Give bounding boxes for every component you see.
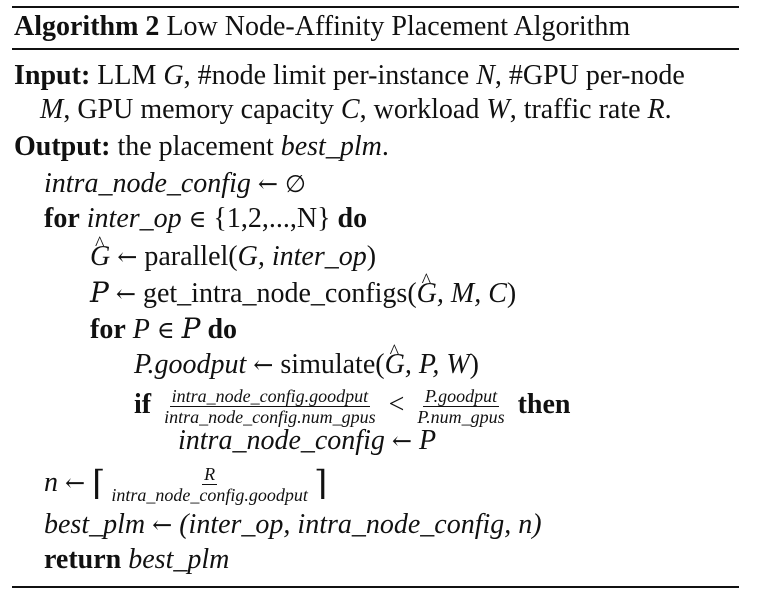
input-var: C xyxy=(340,94,360,125)
input-text: , traffic rate xyxy=(509,94,648,125)
paren: ) xyxy=(366,241,377,272)
caption-rule xyxy=(12,48,739,50)
input-var: M xyxy=(40,94,64,125)
algo-line-for-outer: for inter_op ∈ {1,2,...,N} do xyxy=(44,202,367,236)
var: P.goodput xyxy=(134,349,247,380)
input-text: , #GPU per-node xyxy=(494,60,685,91)
keyword-return: return xyxy=(44,544,122,575)
algo-line-init: intra_node_config ← ∅ xyxy=(44,167,306,201)
func: get_intra_node_configs( xyxy=(142,278,417,309)
top-rule xyxy=(12,6,739,8)
input-text: . xyxy=(664,94,672,125)
input-var: W xyxy=(486,94,510,125)
output-line: Output: the placement best_plm. xyxy=(14,130,389,164)
keyword-for: for xyxy=(44,203,80,234)
paren: ) xyxy=(469,349,479,380)
fraction: R intra_node_config.goodput xyxy=(109,464,310,505)
input-keyword: Input: xyxy=(14,60,91,91)
var: intra_node_config xyxy=(178,425,385,456)
assign-arrow: ← xyxy=(257,170,278,198)
assign-arrow: ← xyxy=(65,469,86,497)
var: intra_node_config xyxy=(44,168,251,199)
fraction: intra_node_config.goodput intra_node_con… xyxy=(162,386,378,427)
input-line-2: M, GPU memory capacity C, workload W, tr… xyxy=(40,93,672,127)
keyword-do: do xyxy=(337,203,368,234)
keyword-for: for xyxy=(90,314,126,345)
fraction: P.goodput P.num_gpus xyxy=(415,386,506,427)
assign-arrow: ← xyxy=(117,243,138,271)
output-var: best_plm xyxy=(280,131,382,162)
func: simulate( xyxy=(280,349,385,380)
input-var: N xyxy=(476,60,495,91)
args: G, inter_op xyxy=(237,241,367,272)
denominator: P.num_gpus xyxy=(417,407,505,428)
input-text: , workload xyxy=(359,94,487,125)
assign-arrow: ← xyxy=(152,511,173,539)
assign-arrow: ← xyxy=(253,351,274,379)
var: P xyxy=(132,314,150,345)
algorithm-caption: Algorithm 2 Low Node-Affinity Placement … xyxy=(14,10,630,44)
numerator: intra_node_config.goodput xyxy=(169,386,371,408)
algo-line-best: best_plm ← (inter_op, intra_node_config,… xyxy=(44,508,542,542)
algo-line-simulate: P.goodput ← simulate(G, P, W) xyxy=(134,335,479,382)
output-keyword: Output: xyxy=(14,131,111,162)
keyword-if: if xyxy=(134,389,152,420)
assign-arrow: ← xyxy=(115,280,136,308)
numerator: P.goodput xyxy=(422,386,500,408)
denominator: intra_node_config.goodput xyxy=(111,485,308,506)
var: n xyxy=(44,467,58,498)
config-set: P xyxy=(181,312,201,345)
element-of: ∈ xyxy=(156,316,175,344)
keyword-do: do xyxy=(207,314,238,345)
input-text: , #node limit per-instance xyxy=(183,60,477,91)
g-hat: G xyxy=(90,227,110,274)
algo-line-return: return best_plm xyxy=(44,543,229,577)
input-text: LLM xyxy=(97,60,164,91)
ceil-left: ⌈ xyxy=(92,465,106,503)
algo-line-parallel: G ← parallel(G, inter_op) xyxy=(90,227,377,274)
func: parallel( xyxy=(144,241,238,272)
g-hat: G xyxy=(385,335,405,382)
args: , M, C xyxy=(436,278,507,309)
set: {1,2,...,N} xyxy=(213,203,331,234)
algorithm-title: Low Node-Affinity Placement Algorithm xyxy=(166,11,631,42)
args: , P, W xyxy=(404,349,470,380)
var: best_plm xyxy=(128,544,230,575)
input-var: G xyxy=(163,60,184,91)
input-var: R xyxy=(647,94,665,125)
algo-line-assign: intra_node_config ← P xyxy=(178,424,436,458)
empty-set: ∅ xyxy=(284,170,306,198)
algo-line-for-inner: for P ∈ P do xyxy=(90,312,237,347)
paren: ) xyxy=(506,278,517,309)
g-hat: G xyxy=(417,264,437,311)
output-text: . xyxy=(381,131,389,162)
input-text: , GPU memory capacity xyxy=(63,94,341,125)
numerator: R xyxy=(202,464,218,486)
algo-line-get-configs: P ← get_intra_node_configs(G, M, C) xyxy=(90,264,517,311)
algorithm-label: Algorithm 2 xyxy=(14,11,160,42)
less-than: < xyxy=(388,389,405,420)
bottom-rule xyxy=(12,586,739,588)
var: best_plm xyxy=(44,509,146,540)
var: P xyxy=(418,425,437,456)
denominator: intra_node_config.num_gpus xyxy=(164,407,376,428)
element-of: ∈ xyxy=(188,205,207,233)
keyword-then: then xyxy=(517,389,571,420)
output-text: the placement xyxy=(117,131,281,162)
algo-line-n: n ← ⌈ R intra_node_config.goodput ⌉ xyxy=(44,461,327,507)
ceil-right: ⌉ xyxy=(313,465,328,503)
assign-arrow: ← xyxy=(391,427,412,455)
config-set: P xyxy=(90,276,109,309)
algo-line-if: if intra_node_config.goodput intra_node_… xyxy=(134,383,571,427)
input-line-1: Input: LLM G, #node limit per-instance N… xyxy=(14,59,685,93)
tuple: (inter_op, intra_node_config, n) xyxy=(179,509,542,540)
